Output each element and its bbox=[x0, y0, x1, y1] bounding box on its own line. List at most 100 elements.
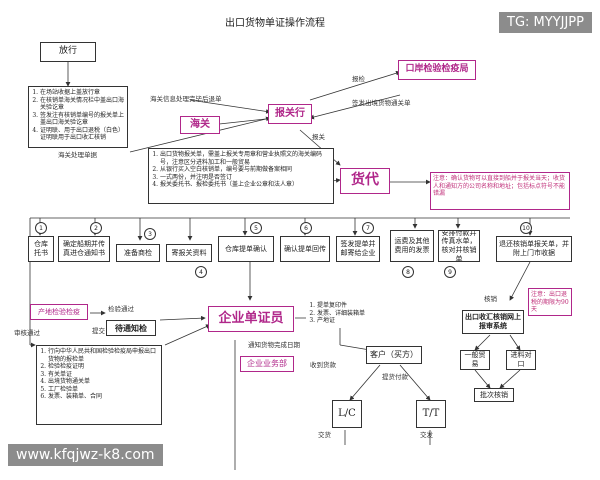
forwarder-note-item: 出口货物报关单，需盖上报关专用章和营业执照文的海关编码号，注意区分进料加工和一般… bbox=[160, 151, 331, 166]
edge-label: 报检 bbox=[352, 75, 365, 83]
customer-node: 客户（买方） bbox=[366, 346, 422, 364]
shipper-note-item: 在场站收据上盖放行章 bbox=[40, 89, 125, 97]
shipper-notes: 在场站收据上盖放行章 在核销单海关情况栏中盖出口海关验讫章 签发注有核销单编号的… bbox=[28, 86, 128, 148]
watermark-bottom-left: www.kfqjwz-k8.com bbox=[8, 444, 163, 466]
edge-label: 提交 bbox=[92, 327, 105, 335]
bottom-note-item: 工厂检验单 bbox=[48, 386, 159, 394]
notice-red-text: 注意：确认货物可以直接到船并于报关当天；收货人和通知方的公司名称和地址；包括标点… bbox=[433, 175, 566, 197]
tt-label: T/T bbox=[422, 407, 440, 419]
step-number: 3 bbox=[144, 228, 156, 240]
process-box-8: 运费及其他费用的发票 bbox=[390, 230, 434, 262]
step-number: 9 bbox=[444, 266, 456, 278]
forwarder-note-item: 一式两份，并注明是否签订 bbox=[160, 174, 331, 182]
inspection-notice-node: 待通知检 bbox=[106, 320, 156, 336]
shipper-note-item: 在核销单海关情况栏中盖出口海关验讫章 bbox=[40, 97, 125, 112]
ship-item: 提单复印件 bbox=[317, 302, 376, 310]
batch-verify-label: 批次核销 bbox=[480, 390, 508, 399]
bottom-note-item: 行向中华人民共和国检验检疫局申报出口货物的报检单 bbox=[48, 348, 159, 363]
process-box-2: 确定船期并传真进仓通知书 bbox=[58, 236, 110, 262]
step-number: 2 bbox=[90, 222, 102, 234]
customs-broker-node: 报关行 bbox=[268, 104, 312, 124]
shipper-label: 放行 bbox=[58, 46, 77, 57]
edge-label: 审核通过 bbox=[14, 329, 40, 337]
step-number: 4 bbox=[195, 266, 207, 278]
edge-label: 收到货款 bbox=[310, 361, 336, 369]
shipper-note-item: 证明联、用于出口退税（白色）证明联用于出口收汇核销 bbox=[40, 127, 125, 142]
notice-red: 注意：确认货物可以直接到船并于报关当天；收货人和通知方的公司名称和地址；包括标点… bbox=[430, 172, 570, 210]
origin-inspection-label: 产地检验检疫 bbox=[38, 307, 80, 316]
edge-label: 海关信息处理完毕后退单 bbox=[150, 95, 222, 103]
enterprise-docs-node: 企业单证员 bbox=[208, 306, 294, 332]
process-label: 确定船期并传真进仓通知书 bbox=[63, 240, 105, 257]
process-box-9: 安排付款并传真水单，核对并核销单 bbox=[438, 230, 480, 262]
general-trade-node: 一般贸易 bbox=[460, 350, 490, 370]
process-label: 仓库托书 bbox=[34, 240, 48, 257]
port-inspection-label: 口岸检验检疫局 bbox=[405, 64, 469, 75]
port-inspection-node: 口岸检验检疫局 bbox=[398, 60, 476, 80]
process-box-7: 签发提单并邮寄给企业 bbox=[336, 236, 380, 262]
enterprise-docs-label: 企业单证员 bbox=[218, 310, 284, 326]
enterprise-finance-node: 企业业务部 bbox=[240, 356, 294, 372]
shipper-note-item: 签发注有核销单编号的报关单上盖出口海关验讫章 bbox=[40, 112, 125, 127]
lc-label: L/C bbox=[338, 407, 356, 419]
forwarder-node: 货代 bbox=[340, 168, 390, 194]
bill-note: 注意：出口退税的期限为90天 bbox=[528, 288, 572, 316]
step-number: 5 bbox=[250, 222, 262, 234]
ship-item: 产地证 bbox=[317, 317, 376, 325]
edge-label: 海关处理单据 bbox=[58, 151, 97, 159]
ship-item: 发票、详细装箱单 bbox=[317, 310, 376, 318]
verification-office-label: 出口收汇核销网上报审系统 bbox=[465, 312, 521, 330]
step-number: 7 bbox=[362, 222, 374, 234]
forwarder-label: 货代 bbox=[351, 172, 379, 189]
bill-note-text: 注意：出口退税的期限为90天 bbox=[531, 291, 569, 313]
step-number: 1 bbox=[35, 222, 47, 234]
step-number: 8 bbox=[402, 266, 414, 278]
process-label: 运费及其他费用的发票 bbox=[394, 237, 430, 254]
customer-label: 客户（买方） bbox=[370, 350, 418, 359]
edge-label: 核销 bbox=[484, 295, 497, 303]
forwarder-note-item: 从银行买入空白核销单，编号要与前期做备案相同 bbox=[160, 166, 331, 174]
edge-label: 交货 bbox=[318, 431, 331, 439]
enterprise-finance-label: 企业业务部 bbox=[247, 359, 287, 368]
tt-node: T/T bbox=[416, 400, 446, 428]
lc-node: L/C bbox=[332, 400, 362, 428]
verification-office-node: 出口收汇核销网上报审系统 bbox=[462, 310, 524, 334]
process-box-4: 寄报关资料 bbox=[166, 244, 212, 262]
process-label: 寄报关资料 bbox=[171, 248, 207, 257]
step-number: 10 bbox=[520, 222, 532, 234]
bottom-note-item: 发票、装箱单、合同 bbox=[48, 393, 159, 401]
bottom-note-item: 检验检疫证明 bbox=[48, 363, 159, 371]
inspection-notice-label: 待通知检 bbox=[115, 323, 147, 333]
shipper-node: 放行 bbox=[40, 42, 96, 62]
step-number: 6 bbox=[300, 222, 312, 234]
watermark-top-right: TG: MYYJJPP bbox=[499, 12, 592, 33]
bottom-note-item: 有关单证 bbox=[48, 371, 159, 379]
processing-node: 进料对口 bbox=[506, 350, 536, 370]
process-label: 签发提单并邮寄给企业 bbox=[340, 240, 376, 257]
batch-verify-node: 批次核销 bbox=[474, 388, 514, 402]
edge-label: 检验通过 bbox=[108, 305, 134, 313]
edge-label: 签发出境货物通关单 bbox=[352, 99, 411, 107]
process-box-10: 退还核销单报关单，并附上门市收据 bbox=[496, 236, 572, 262]
page-title: 出口货物单证操作流程 bbox=[225, 18, 325, 29]
origin-inspection-node: 产地检验检疫 bbox=[30, 304, 88, 320]
edge-label: 报关 bbox=[312, 133, 325, 141]
forwarder-notes: 出口货物报关单，需盖上报关专用章和营业执照文的海关编码号，注意区分进料加工和一般… bbox=[148, 148, 334, 204]
general-trade-label: 一般贸易 bbox=[464, 351, 486, 368]
process-box-3: 准备商检 bbox=[116, 244, 160, 262]
process-box-1: 仓库托书 bbox=[28, 236, 54, 262]
process-label: 安排付款并传真水单，核对并核销单 bbox=[441, 230, 477, 262]
ship-items: 提单复印件 发票、详细装箱单 产地证 bbox=[306, 300, 378, 328]
customs-label: 海关 bbox=[190, 118, 210, 130]
process-box-6: 确认提单回传 bbox=[280, 236, 330, 262]
process-label: 退还核销单报关单，并附上门市收据 bbox=[499, 240, 569, 257]
processing-label: 进料对口 bbox=[510, 351, 532, 368]
customs-broker-label: 报关行 bbox=[275, 107, 305, 119]
bottom-notes: 行向中华人民共和国检验检疫局申报出口货物的报检单 检验检疫证明 有关单证 出境货… bbox=[36, 345, 162, 425]
process-label: 仓库提单确认 bbox=[225, 244, 267, 253]
forwarder-note-item: 报关委托书、报检委托书（盖上企业公章和法人章） bbox=[160, 181, 331, 189]
edge-label: 提货付款 bbox=[382, 373, 408, 381]
edge-label: 通知货物完成日期 bbox=[248, 341, 300, 349]
process-label: 确认提单回传 bbox=[284, 244, 326, 253]
